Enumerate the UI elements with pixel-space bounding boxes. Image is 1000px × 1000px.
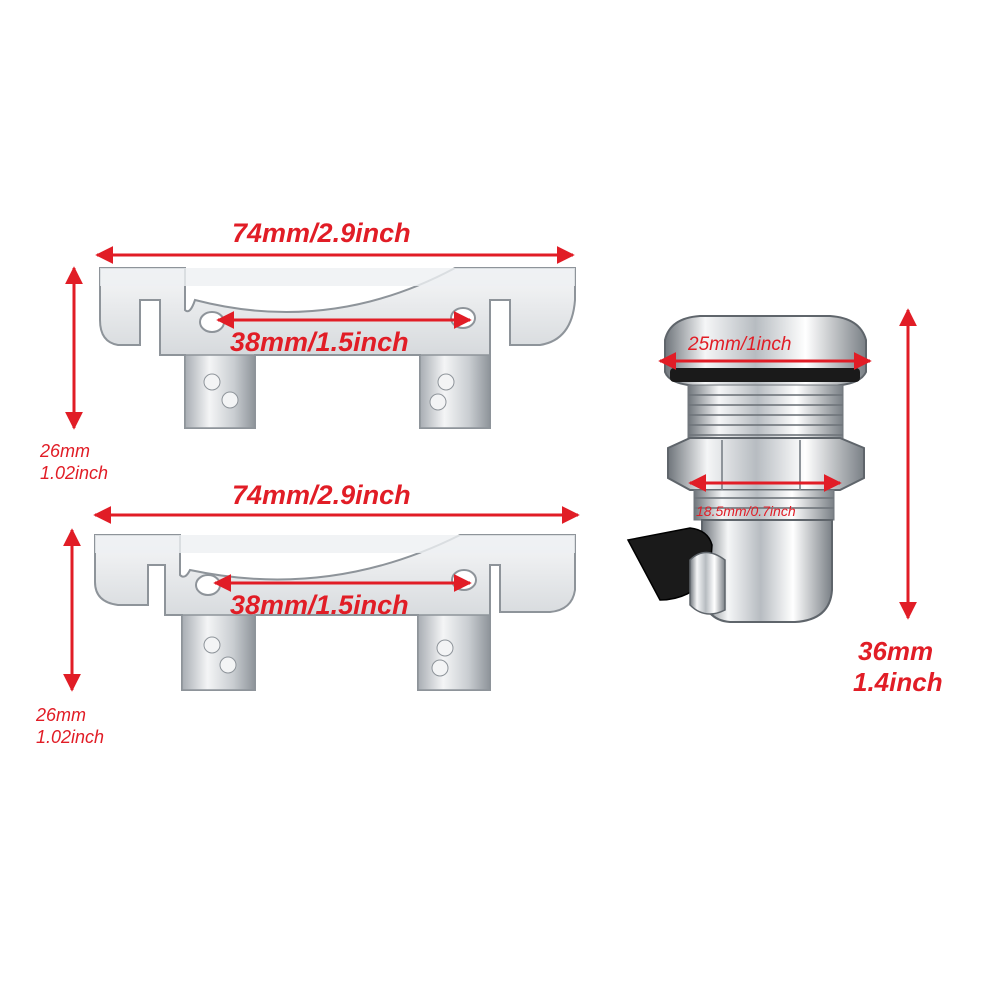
dimension-arrows bbox=[63, 246, 917, 692]
top-height-label-mm: 26mm bbox=[40, 441, 91, 461]
bracket-top bbox=[99, 267, 576, 429]
top-hole-spacing-label: 38mm/1.5inch bbox=[230, 327, 409, 357]
bottom-height-label-inch: 1.02inch bbox=[36, 727, 105, 747]
lock-height-label-mm: 36mm bbox=[858, 636, 934, 666]
top-height-label-inch: 1.02inch bbox=[40, 463, 109, 483]
bottom-height-label-mm: 26mm bbox=[36, 705, 87, 725]
top-width-label: 74mm/2.9inch bbox=[232, 218, 411, 248]
bottom-hole-spacing-label: 38mm/1.5inch bbox=[230, 590, 409, 620]
lock-head-diameter-label: 25mm/1inch bbox=[688, 334, 792, 355]
bottom-width-label: 74mm/2.9inch bbox=[232, 480, 411, 510]
lock-height-label-inch: 1.4inch bbox=[853, 667, 943, 697]
lock-thread-diameter-label: 18.5mm/0.7inch bbox=[696, 503, 796, 519]
